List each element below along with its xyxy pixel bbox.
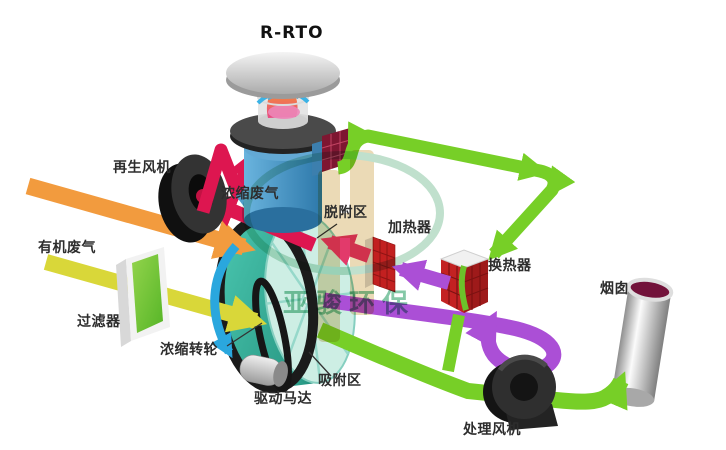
label-organic-gas: 有机废气 [38,240,96,256]
drive-belt [252,277,292,393]
label-heat-exchanger: 换热器 [488,258,532,274]
label-concentrated-gas: 浓缩废气 [221,186,279,202]
label-treatment-fan: 处理风机 [463,422,521,438]
label-heater: 加热器 [388,220,432,236]
label-drive-motor: 驱动马达 [254,391,312,407]
clean-gas-connector [442,313,465,373]
purple-to-heater-arrow [391,259,451,291]
label-adsorption-zone: 吸附区 [318,373,362,389]
label-rotor: 浓缩转轮 [160,342,218,358]
heat-exchanger-unit [439,249,490,313]
watermark-text: 亚骏环保 [283,289,416,319]
clean-gas-exhaust-arrow [316,322,629,411]
label-chimney: 烟囱 [600,281,629,297]
leader-line-adsorption [308,351,332,377]
leader-line-rotor [226,322,263,347]
watermark-logo [242,150,444,342]
rotation-arrow [210,242,240,359]
drive-motor [239,354,288,387]
label-regen-fan: 再生风机 [113,160,171,176]
rto-lid [226,52,340,94]
clean-gas-s-arrow [336,121,576,261]
purple-heat-loop-arrow [322,292,562,378]
treatment-fan [483,354,558,430]
filter-plate [116,247,170,347]
label-desorption-zone: 脱附区 [324,205,368,221]
regen-air-arrow [25,177,256,259]
green-through-exchanger [458,265,469,311]
label-filter: 过滤器 [77,314,121,330]
page-title: R-RTO [260,23,324,43]
